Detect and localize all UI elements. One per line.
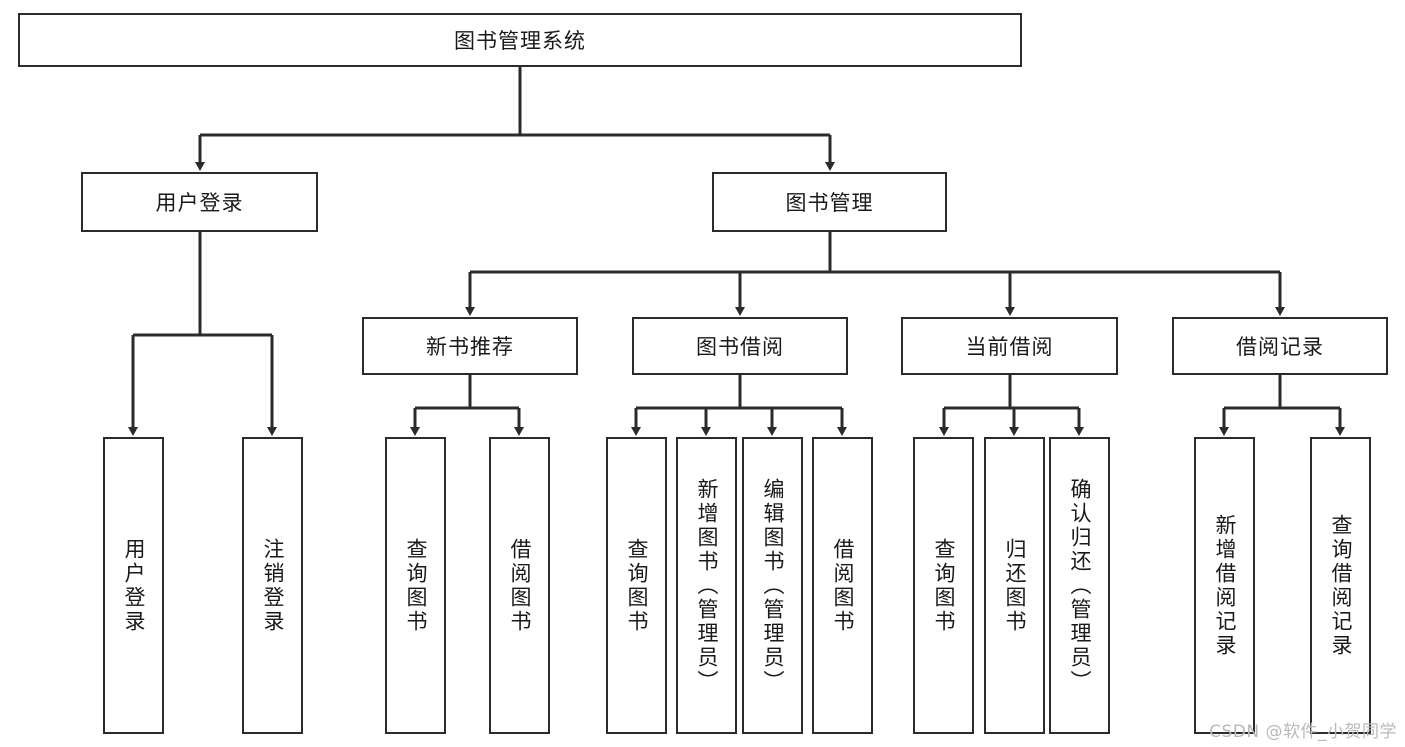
node-leaf-return-book[interactable]: 归还图书 <box>984 437 1045 734</box>
node-label: 新增借阅记录 <box>1213 513 1237 658</box>
node-leaf-borrow-book-1[interactable]: 借阅图书 <box>489 437 550 734</box>
node-book-management[interactable]: 图书管理 <box>712 172 947 232</box>
node-leaf-query-book-2[interactable]: 查询图书 <box>606 437 667 734</box>
node-label: 借阅图书 <box>508 537 532 634</box>
node-borrow-record[interactable]: 借阅记录 <box>1172 317 1388 375</box>
node-book-management-system[interactable]: 图书管理系统 <box>18 13 1022 67</box>
watermark-text: CSDN @软件_小贺同学 <box>1209 722 1397 742</box>
node-label: 图书借阅 <box>696 335 784 359</box>
node-current-borrow[interactable]: 当前借阅 <box>901 317 1118 375</box>
node-label: 查询图书 <box>625 537 649 634</box>
node-label: 查询图书 <box>404 537 428 634</box>
node-leaf-query-book-3[interactable]: 查询图书 <box>913 437 974 734</box>
node-leaf-confirm-return-admin[interactable]: 确认归还（管理员） <box>1049 437 1110 734</box>
node-leaf-edit-book-admin[interactable]: 编辑图书（管理员） <box>742 437 803 734</box>
node-label: 查询图书 <box>932 537 956 634</box>
node-new-book-recommend[interactable]: 新书推荐 <box>362 317 578 375</box>
node-label: 新增图书（管理员） <box>695 477 719 694</box>
node-label: 用户登录 <box>155 191 244 215</box>
node-leaf-user-login[interactable]: 用户登录 <box>103 437 164 734</box>
node-leaf-add-borrow-record[interactable]: 新增借阅记录 <box>1194 437 1255 734</box>
node-label: 图书管理系统 <box>454 29 586 53</box>
node-label: 借阅图书 <box>831 537 855 634</box>
node-label: 编辑图书（管理员） <box>761 477 785 694</box>
node-leaf-add-book-admin[interactable]: 新增图书（管理员） <box>676 437 737 734</box>
node-leaf-borrow-book-2[interactable]: 借阅图书 <box>812 437 873 734</box>
node-label: 新书推荐 <box>426 335 514 359</box>
node-leaf-query-book-1[interactable]: 查询图书 <box>385 437 446 734</box>
node-label: 用户登录 <box>122 537 146 634</box>
node-label: 查询借阅记录 <box>1329 513 1353 658</box>
node-label: 归还图书 <box>1003 537 1027 634</box>
node-label: 借阅记录 <box>1236 335 1324 359</box>
node-book-borrow[interactable]: 图书借阅 <box>632 317 848 375</box>
node-label: 当前借阅 <box>965 335 1054 359</box>
node-leaf-query-borrow-record[interactable]: 查询借阅记录 <box>1310 437 1371 734</box>
node-label: 图书管理 <box>785 191 874 215</box>
node-leaf-logout-login[interactable]: 注销登录 <box>242 437 303 734</box>
node-label: 注销登录 <box>261 537 285 634</box>
node-user-login[interactable]: 用户登录 <box>81 172 318 232</box>
node-label: 确认归还（管理员） <box>1068 477 1092 694</box>
